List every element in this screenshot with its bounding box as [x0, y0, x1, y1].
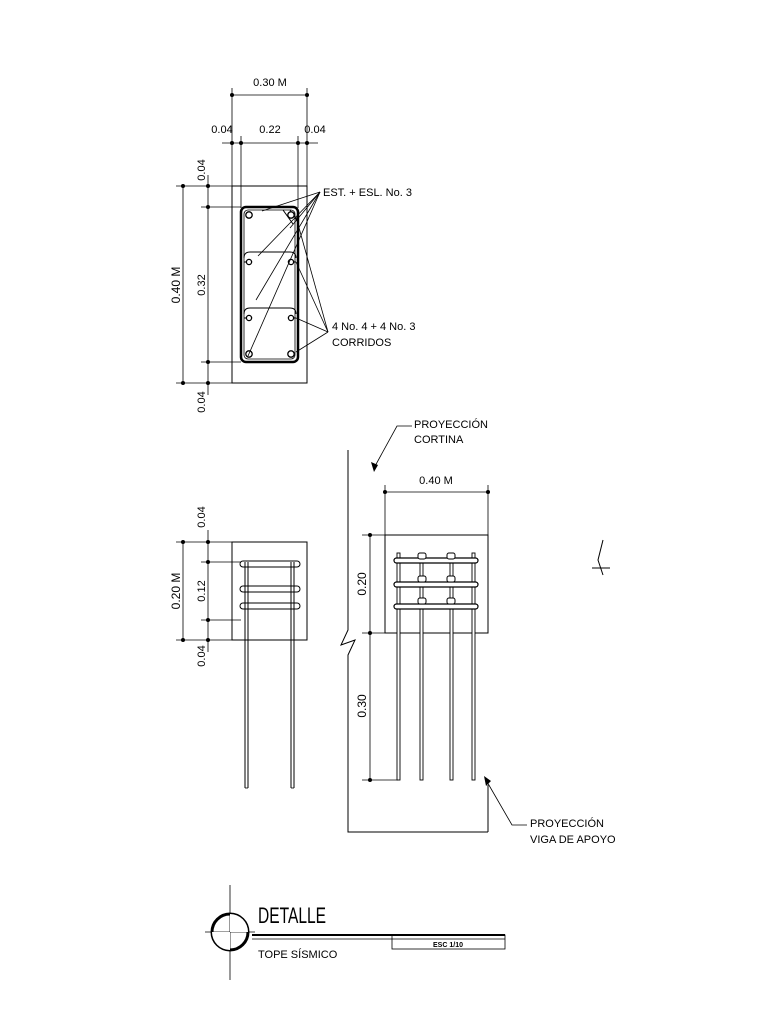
cover-right-dimension: 0.04 — [304, 124, 325, 136]
side-height-dimension: 0.20 M — [169, 573, 183, 610]
elevation-height-bottom: 0.30 — [355, 694, 369, 718]
cross-section: 0.30 M 0.04 0.22 0.04 0.40 M 0.04 0.32 0… — [169, 77, 415, 413]
bars-label-line1: 4 No. 4 + 4 No. 3 — [332, 321, 415, 333]
side-stirrup — [239, 560, 301, 568]
cortina-projection-line — [340, 450, 488, 833]
side-view-outline — [231, 541, 308, 641]
section-outline — [231, 185, 308, 384]
rebar-no3 — [245, 258, 253, 266]
elevation-view: 0.40 M 0.20 0.30 — [340, 418, 616, 846]
elevation-height-top: 0.20 — [355, 572, 369, 596]
cover-left-dimension: 0.04 — [211, 124, 232, 136]
section-cut-mark — [592, 539, 610, 576]
title-block: DETALLE ESC 1/10 TOPE SÍSMICO — [205, 885, 506, 980]
stirrup-leaders — [247, 191, 321, 357]
side-cover-bottom: 0.04 — [196, 645, 208, 666]
rebar-no4 — [287, 211, 295, 219]
side-inner-height: 0.12 — [196, 580, 208, 601]
bars-leaders — [295, 216, 329, 353]
viga-label-line2: VIGA DE APOYO — [530, 834, 616, 846]
elevation-bar-sections — [417, 552, 456, 605]
side-stirrup — [239, 585, 301, 593]
scale-label: ESC 1/10 — [433, 942, 463, 949]
section-width-dimension: 0.30 M — [253, 77, 287, 89]
stirrup-label: EST. + ESL. No. 3 — [323, 187, 412, 199]
cortina-label-line2: CORTINA — [414, 434, 464, 446]
rebar-no3 — [245, 314, 253, 322]
section-height-dimension: 0.40 M — [169, 267, 183, 304]
detail-title: DETALLE — [258, 903, 326, 928]
side-stirrup — [239, 602, 301, 610]
detail-subtitle: TOPE SÍSMICO — [258, 948, 338, 961]
elevation-width-dimension: 0.40 M — [419, 475, 453, 487]
rebar-no3 — [287, 314, 295, 322]
cover-top-dimension: 0.04 — [196, 159, 208, 180]
elevation-vertical-bars — [396, 552, 476, 781]
rebar-no4 — [245, 211, 253, 219]
bars-label-line2: CORRIDOS — [332, 337, 391, 349]
cover-bottom-dimension: 0.04 — [196, 391, 208, 412]
cortina-label-line1: PROYECCIÓN — [414, 418, 488, 431]
inner-width-dimension: 0.22 — [259, 124, 280, 136]
viga-label-line1: PROYECCIÓN — [530, 817, 604, 830]
stirrup — [239, 205, 300, 364]
rebar-no4 — [287, 350, 295, 358]
elevation-block — [384, 534, 489, 634]
elevation-stirrups — [393, 557, 479, 610]
side-cover-top: 0.04 — [196, 506, 208, 527]
inner-height-dimension: 0.32 — [196, 274, 208, 295]
side-view: 0.20 M 0.04 0.12 0.04 — [169, 506, 308, 789]
